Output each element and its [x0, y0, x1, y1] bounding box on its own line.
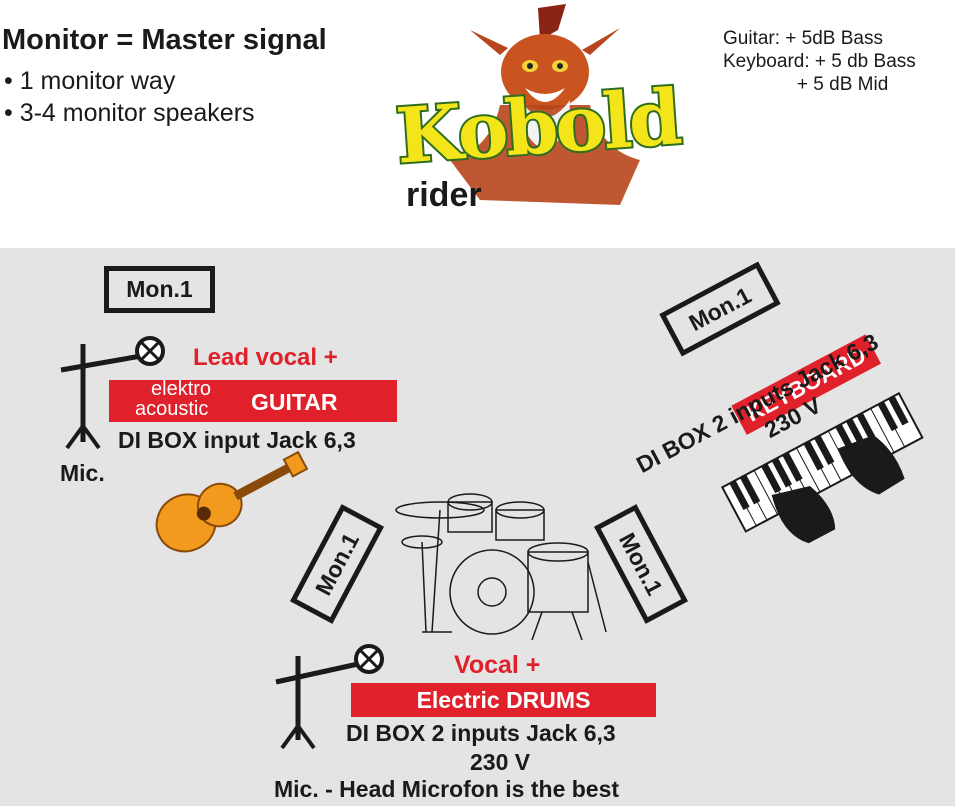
monitor-guitar: Mon.1: [104, 266, 215, 313]
eq-note-guitar: Guitar: + 5dB Bass: [723, 28, 883, 49]
drum-kit-icon: [395, 493, 607, 641]
bullet-monitor-way: • 1 monitor way: [4, 67, 176, 95]
guitar-mic-label: Mic.: [60, 460, 105, 486]
drums-power: 230 V: [470, 749, 531, 775]
guitar-vocal-label: Lead vocal +: [193, 344, 338, 371]
drums-instrument-label: Electric DRUMS: [351, 683, 656, 717]
mic-stand-guitar-icon: [60, 336, 165, 450]
acoustic-guitar-icon: [155, 450, 309, 553]
drums-di-box: DI BOX 2 inputs Jack 6,3: [346, 720, 616, 746]
eq-note-keyboard-bass: Keyboard: + 5 db Bass: [723, 51, 916, 72]
guitar-instrument-bar: elektro acoustic GUITAR: [109, 378, 397, 422]
eq-note-keyboard-mid: + 5 dB Mid: [723, 74, 889, 95]
drums-mic-label: Mic. - Head Microfon is the best: [274, 776, 620, 802]
drums-vocal-label: Vocal +: [454, 651, 541, 679]
rider-title: Monitor = Master signal: [2, 24, 327, 56]
guitar-di-box: DI BOX input Jack 6,3: [118, 427, 356, 453]
eq-notes: Guitar: + 5dB Bass Keyboard: + 5 db Bass…: [723, 27, 916, 96]
keyboard-piano-icon: [720, 392, 924, 544]
mic-stand-drums-icon: [275, 644, 384, 750]
kobold-creature-icon: [450, 4, 640, 205]
guitar-instrument-small-2: acoustic: [135, 398, 209, 420]
kobold-logo: Kobold rider: [390, 0, 684, 220]
bullet-monitor-speakers: • 3-4 monitor speakers: [4, 99, 255, 127]
logo-subtitle: rider: [406, 176, 482, 214]
guitar-instrument-label: GUITAR: [251, 389, 338, 415]
guitar-instrument-small-1: elektro: [151, 378, 212, 400]
